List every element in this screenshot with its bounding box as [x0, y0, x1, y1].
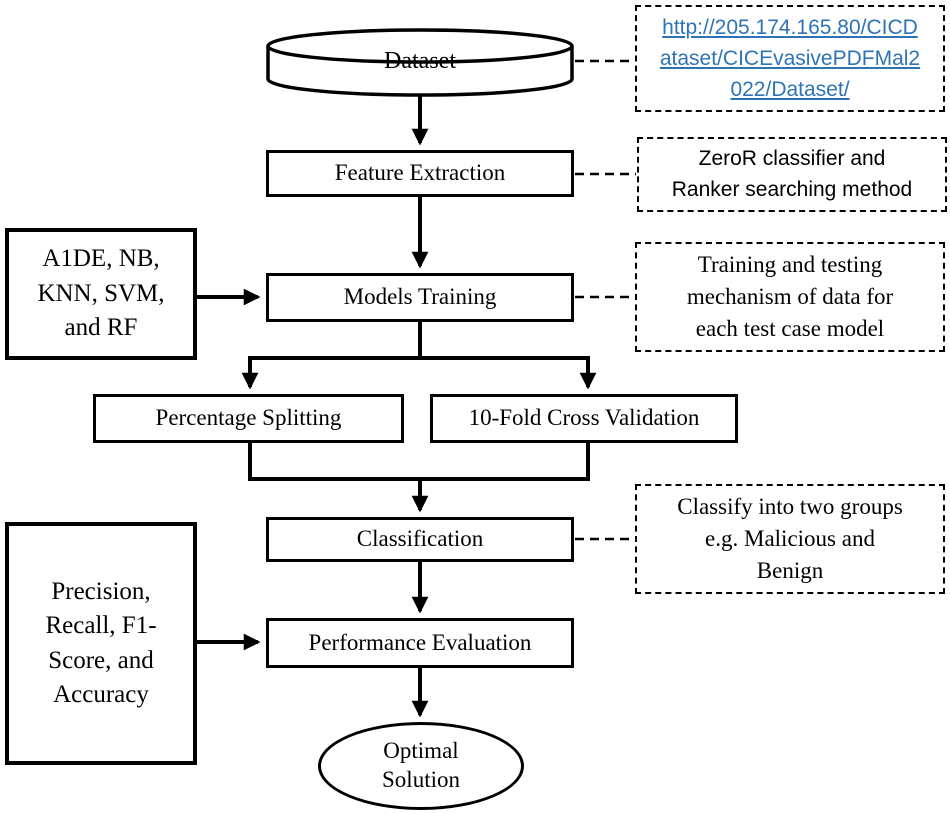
input-box-metrics: Precision, Recall, F1- Score, and Accura…: [5, 522, 197, 765]
node-cross-validation: 10-Fold Cross Validation: [430, 394, 738, 443]
annotation-box-dataset-url: http://205.174.165.80/CICDataset/CICEvas…: [635, 5, 945, 112]
dataset-cylinder-shape: [266, 28, 574, 97]
annotation-box-feature-extraction: ZeroR classifier and Ranker searching me…: [637, 137, 947, 212]
node-percentage-splitting-label: Percentage Splitting: [155, 405, 342, 431]
node-feature-extraction-label: Feature Extraction: [334, 160, 506, 186]
branch-line-models-training: [250, 322, 588, 360]
annotation-feature-extraction-text: ZeroR classifier and Ranker searching me…: [671, 147, 913, 201]
annotation-box-classification: Classify into two groups e.g. Malicious …: [635, 484, 945, 594]
node-percentage-splitting: Percentage Splitting: [93, 394, 404, 443]
node-classification-label: Classification: [356, 526, 484, 552]
terminal-optimal-solution: Optimal Solution: [318, 722, 524, 810]
annotation-box-models-training: Training and testing mechanism of data f…: [635, 242, 945, 352]
node-models-training-label: Models Training: [343, 284, 497, 310]
merge-line-splits: [248, 443, 590, 481]
annotation-classification-text: Classify into two groups e.g. Malicious …: [677, 493, 903, 584]
input-box-models: A1DE, NB, KNN, SVM, and RF: [5, 228, 197, 360]
node-performance-evaluation-label: Performance Evaluation: [308, 629, 532, 655]
node-models-training: Models Training: [266, 273, 574, 322]
input-box-metrics-label: Precision, Recall, F1- Score, and Accura…: [45, 577, 157, 709]
node-feature-extraction: Feature Extraction: [266, 150, 574, 197]
node-dataset-label: Dataset: [384, 48, 456, 74]
node-classification: Classification: [266, 517, 574, 562]
input-box-models-label: A1DE, NB, KNN, SVM, and RF: [37, 245, 165, 342]
node-performance-evaluation: Performance Evaluation: [266, 618, 574, 668]
dataset-url-link[interactable]: http://205.174.165.80/CICDataset/CICEvas…: [659, 15, 921, 102]
terminal-optimal-solution-label: Optimal Solution: [382, 738, 460, 792]
annotation-models-training-text: Training and testing mechanism of data f…: [686, 251, 894, 342]
node-cross-validation-label: 10-Fold Cross Validation: [468, 405, 700, 431]
